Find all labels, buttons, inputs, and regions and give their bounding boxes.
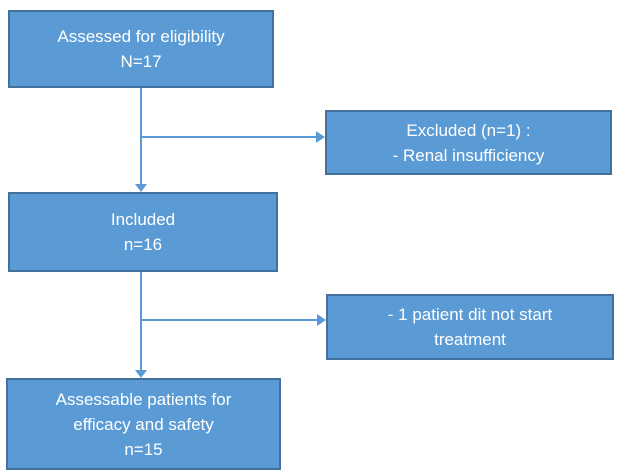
down-arrowhead-icon	[135, 370, 147, 378]
box-text-line: Assessable patients for	[55, 389, 232, 409]
box-not-started-treatment: - 1 patient dit not start treatment	[326, 294, 614, 360]
down-arrowhead-icon	[135, 184, 147, 192]
box-text-line: Assessed for eligibility	[57, 27, 225, 46]
box-reason-line: - Renal insufficiency	[392, 145, 545, 165]
box-included: Included n=16	[8, 192, 278, 272]
box-text-line: Included	[110, 210, 176, 229]
right-arrowhead-icon	[317, 314, 326, 326]
box-text-line: efficacy and safety	[73, 414, 214, 434]
box-assessable-patients: Assessable patients for efficacy and saf…	[6, 378, 281, 470]
right-arrowhead-icon	[316, 131, 325, 143]
connector-branch-to-excluded	[141, 136, 316, 138]
box-text-line: - 1 patient dit not start	[387, 305, 553, 324]
box-excluded: Excluded (n=1) : - Renal insufficiency	[325, 110, 612, 175]
box-count-line: N=17	[120, 52, 162, 71]
box-text-line: Excluded (n=1) :	[406, 120, 531, 140]
box-count-line: n=16	[123, 235, 163, 254]
box-assessed-eligibility: Assessed for eligibility N=17	[8, 10, 274, 88]
connector-included-to-assessable	[140, 272, 142, 370]
connector-branch-to-not-started	[141, 319, 317, 321]
box-text-line: treatment	[434, 330, 506, 349]
box-count-line: n=15	[124, 439, 163, 459]
